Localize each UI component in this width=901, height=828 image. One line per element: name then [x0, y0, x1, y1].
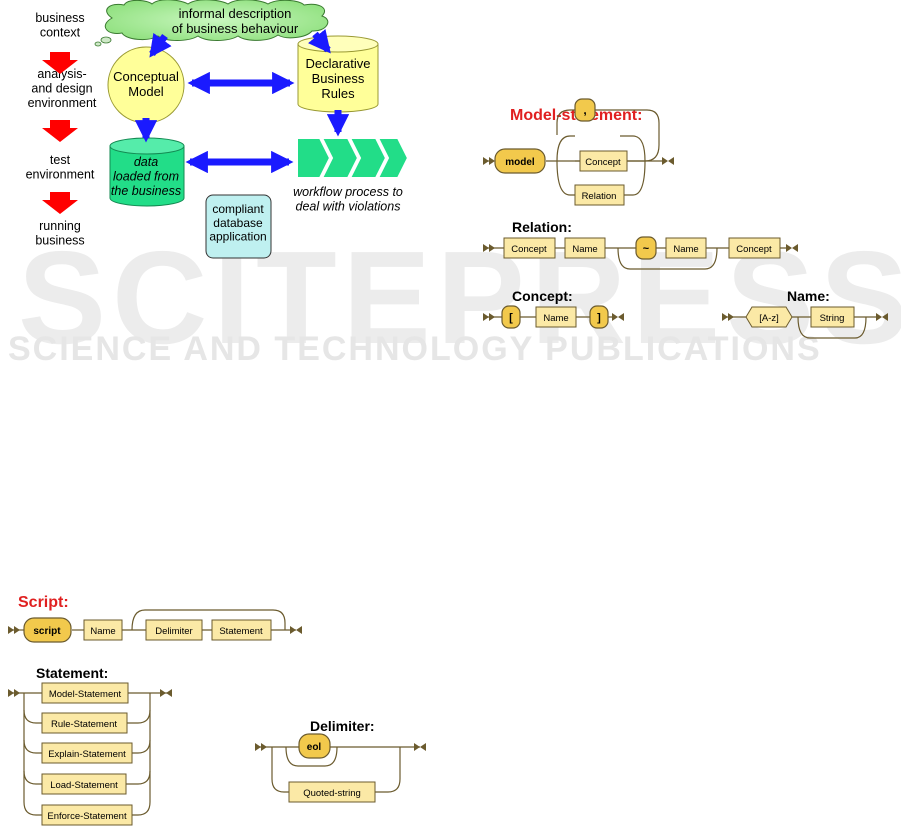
workflow-chevrons [296, 137, 410, 179]
statement-option-rule-label: Rule-Statement [51, 719, 117, 730]
statement-option-explain-label: Explain-Statement [48, 749, 126, 760]
relation-name-1 [564, 237, 606, 259]
terminal-comma [574, 98, 596, 122]
statement-option-model-label: Model-Statement [49, 689, 122, 700]
statement-option-explain [41, 742, 133, 764]
terminal-script-label: script [33, 626, 61, 637]
terminal-eol-label: eol [307, 742, 322, 753]
relation-name-2-label: Name [673, 244, 698, 255]
delimiter-title: Delimiter: [310, 718, 375, 734]
relation-name-2 [665, 237, 707, 259]
relation-diagram: Relation: Concept Name ~ Name Concept [483, 219, 798, 270]
cloud-shape [94, 0, 329, 47]
script-name [83, 619, 123, 641]
statement-option-load [41, 773, 127, 795]
red-arrow-3 [42, 192, 78, 214]
red-arrow-1 [42, 52, 78, 74]
statement-option-load-label: Load-Statement [50, 780, 118, 791]
script-name-label: Name [90, 626, 115, 637]
nonterminal-concept [579, 150, 628, 172]
terminal-eol [298, 733, 331, 759]
script-delimiter [145, 619, 203, 641]
delimiter-diagram: Delimiter: eol Quoted-string [255, 718, 426, 803]
concept-close-bracket [589, 305, 609, 329]
terminal-model [494, 148, 546, 174]
script-diagram: Script: script Name Delimiter Statement [8, 594, 302, 643]
relation-tilde [635, 236, 657, 260]
nonterminal-concept-label: Concept [585, 157, 621, 168]
statement-title: Statement: [36, 665, 108, 681]
statement-option-model [41, 682, 129, 704]
relation-concept-2 [728, 237, 781, 259]
script-statement [211, 619, 272, 641]
statement-option-enforce-label: Enforce-Statement [47, 811, 127, 822]
script-statement-label: Statement [219, 626, 263, 637]
relation-name-1-label: Name [572, 244, 597, 255]
nonterminal-relation [574, 184, 625, 206]
blue-arrows [134, 29, 350, 174]
name-string-label: String [820, 313, 845, 324]
relation-concept-1-label: Concept [511, 244, 547, 255]
relation-concept-2-label: Concept [736, 244, 772, 255]
concept-open-bracket-label: [ [509, 312, 513, 324]
concept-close-bracket-label: ] [597, 312, 601, 324]
statement-diagram: Statement: Model-Statement Rule-Statemen… [8, 665, 172, 826]
name-range-hexagon [745, 306, 793, 328]
concept-name [535, 306, 577, 328]
delimiter-quoted-string-label: Quoted-string [303, 788, 361, 799]
model-statement-diagram: Model-statement: model , Concept Relatio… [483, 98, 674, 206]
relation-title: Relation: [512, 219, 572, 235]
delimiter-quoted-string [288, 781, 376, 803]
script-title: Script: [18, 594, 69, 611]
concept-name-label: Name [543, 313, 568, 324]
nonterminal-relation-label: Relation [582, 191, 617, 202]
terminal-model-label: model [505, 157, 535, 168]
name-string [810, 306, 855, 328]
relation-tilde-label: ~ [643, 243, 650, 255]
application-box [205, 194, 272, 259]
terminal-comma-label: , [583, 103, 586, 117]
name-range-label: [A-z] [759, 313, 779, 324]
name-diagram: Name: [A-z] String [722, 288, 888, 339]
script-delimiter-label: Delimiter [155, 626, 192, 637]
concept-open-bracket [501, 305, 521, 329]
terminal-script [23, 617, 72, 643]
arrow-cloud-to-rules [308, 29, 331, 54]
red-arrow-2 [42, 120, 78, 142]
relation-concept-1 [503, 237, 556, 259]
statement-option-rule [41, 712, 128, 734]
concept-diagram: Concept: [ Name ] [483, 288, 624, 329]
arrow-cloud-to-model [149, 32, 172, 58]
statement-option-enforce [41, 804, 133, 826]
name-title: Name: [787, 288, 830, 304]
concept-title: Concept: [512, 288, 573, 304]
